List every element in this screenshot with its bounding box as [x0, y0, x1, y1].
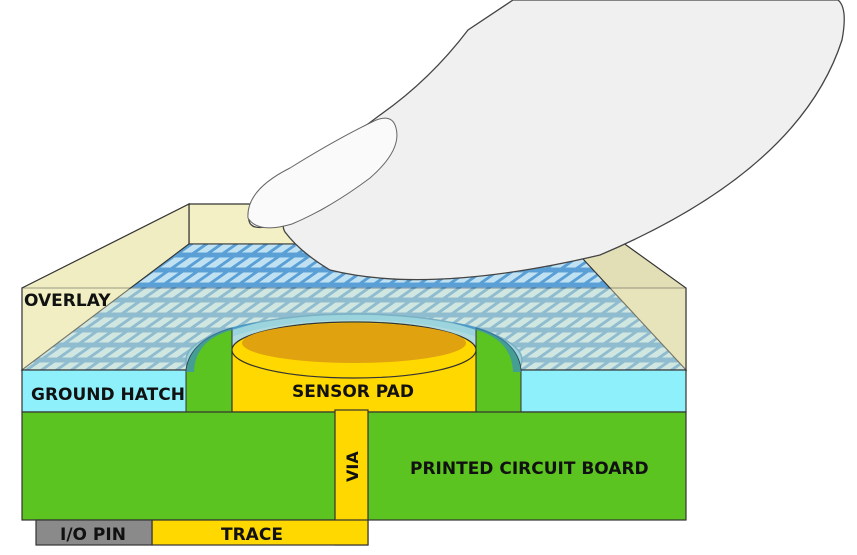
trace	[151, 519, 369, 546]
io-pin	[35, 519, 153, 546]
finger	[247, 0, 845, 281]
via-label: VIA	[343, 451, 362, 482]
overlay-label: OVERLAY	[24, 291, 111, 311]
sensor-pad-label: SENSOR PAD	[292, 382, 414, 402]
pcb-label: PRINTED CIRCUIT BOARD	[410, 459, 649, 479]
sensor-pad	[231, 321, 477, 413]
ground-hatch-label: GROUND HATCH	[31, 385, 185, 405]
io-pin-label: I/O PIN	[60, 525, 126, 545]
trace-label: TRACE	[221, 525, 283, 545]
